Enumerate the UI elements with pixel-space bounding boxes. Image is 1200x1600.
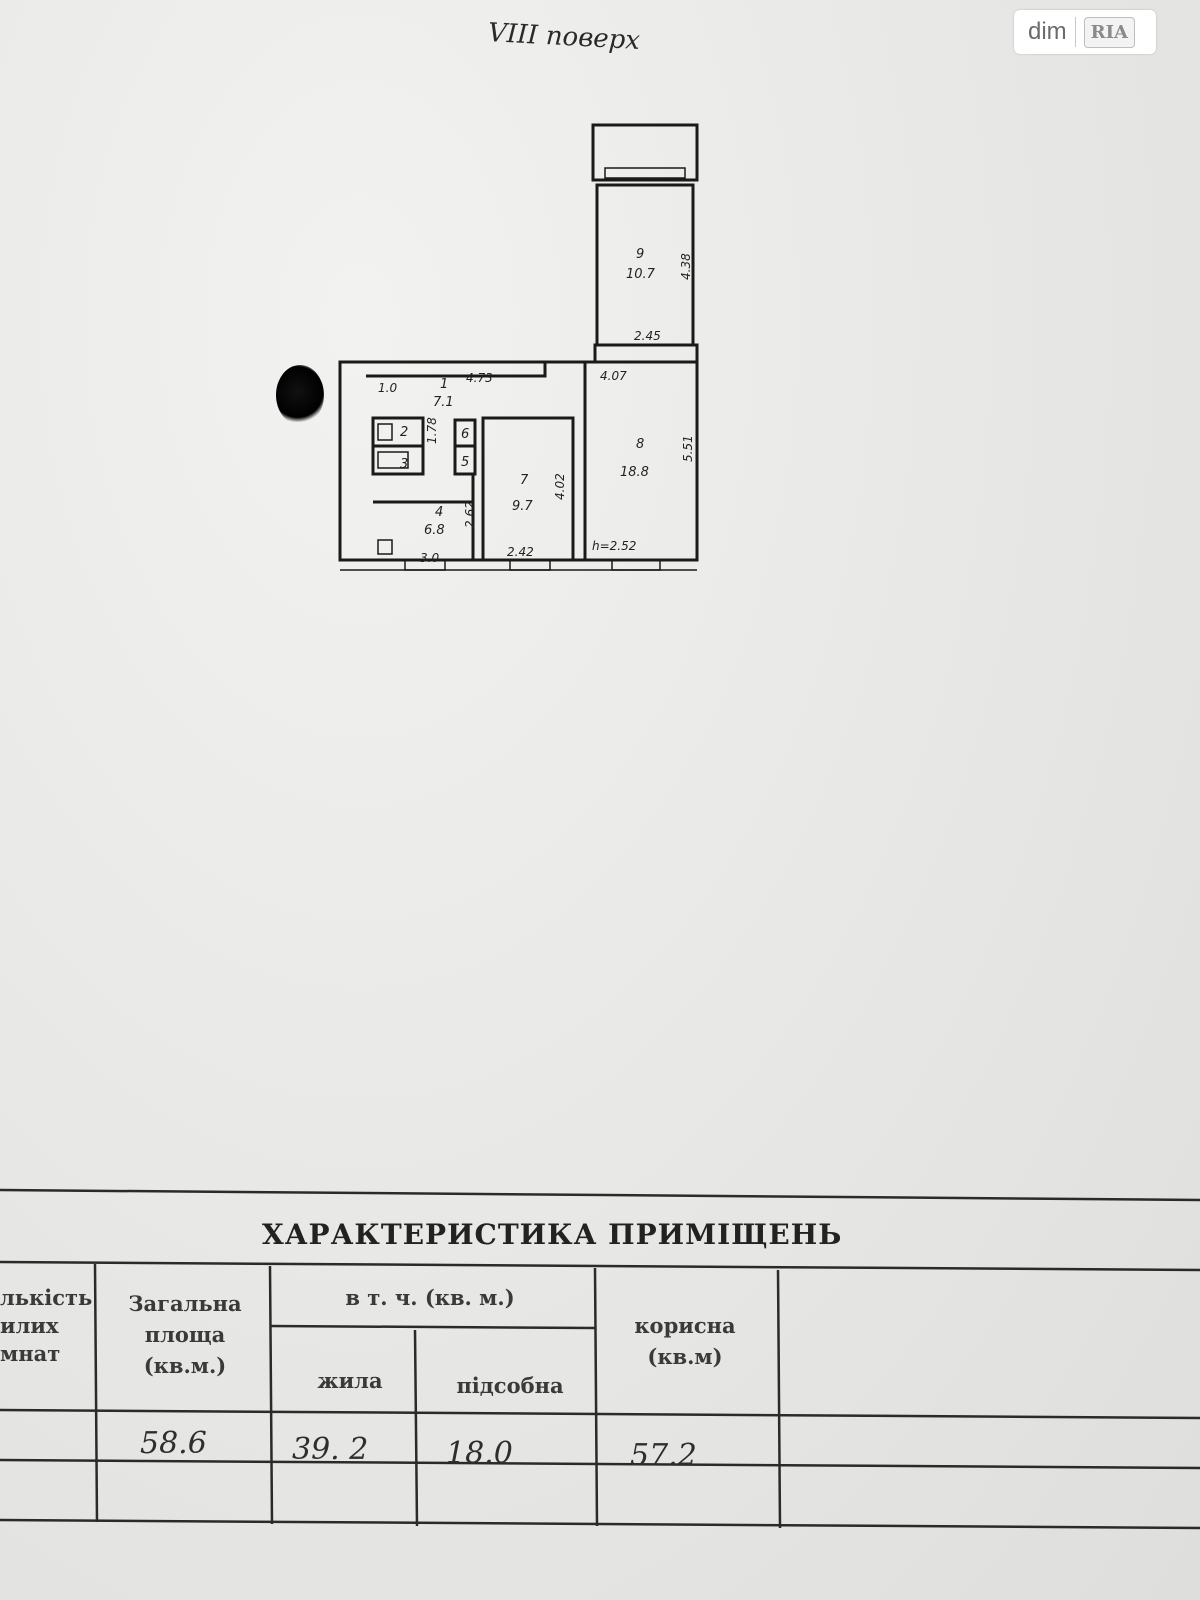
value-total-area: 58.6 [140, 1426, 207, 1461]
dim-1-78: 1.78 [425, 417, 439, 444]
room-area-4: 6.8 [424, 523, 445, 538]
bathtub-icon [377, 451, 409, 469]
characteristics-table-grid [0, 1188, 1200, 1530]
dim-2-45: 2.45 [634, 329, 661, 343]
dim-4-02: 4.02 [553, 473, 567, 500]
room-area-9: 10.7 [626, 267, 656, 282]
header-living: жила [317, 1368, 383, 1393]
value-auxiliary: 18.0 [446, 1436, 513, 1471]
room-area-8: 18.8 [620, 465, 649, 480]
dim-4-73: 4.73 [466, 371, 493, 385]
header-including: в т. ч. (кв. м.) [345, 1285, 515, 1310]
outer-wall [338, 343, 699, 562]
value-living: 39. 2 [292, 1432, 369, 1467]
dim-5-51: 5.51 [681, 435, 695, 462]
watermark-ria: RIA [1083, 16, 1136, 48]
dim-2-62: 2.62 [463, 501, 477, 528]
value-useful: 57.2 [630, 1438, 697, 1473]
header-rooms-count: лькість илих мнат [0, 1285, 93, 1366]
corridor-wall [366, 362, 547, 378]
closet-5 [453, 444, 477, 476]
dim-4-38: 4.38 [679, 253, 693, 280]
room-label-3: 3 [400, 457, 408, 472]
room-label-4: 4 [435, 505, 443, 520]
room-area-7: 9.7 [512, 499, 533, 514]
room-label-2: 2 [400, 425, 408, 440]
window-kitchen [404, 559, 446, 571]
room-label-1: 1 [440, 377, 448, 392]
window-room-9 [604, 167, 686, 179]
window-room-8 [611, 559, 661, 571]
room-area-1: 7.1 [433, 395, 454, 410]
window-room-7 [509, 559, 551, 571]
ink-blot [276, 365, 324, 425]
dim-4-07: 4.07 [600, 369, 627, 383]
room-label-9: 9 [636, 247, 644, 262]
dimria-watermark: dim RIA [1014, 10, 1156, 54]
toilet-icon [377, 423, 393, 441]
room-label-5: 5 [461, 455, 469, 470]
room-label-7: 7 [520, 473, 529, 488]
dim-2-42: 2.42 [507, 545, 534, 559]
watermark-separator [1074, 17, 1076, 47]
dim-3-0: 3.0 [420, 551, 439, 565]
room-label-8: 8 [636, 437, 644, 452]
watermark-dim: dim [1028, 18, 1067, 45]
header-auxiliary: підсобна [456, 1373, 564, 1398]
header-useful: корисна (кв.м) [634, 1313, 736, 1369]
table-title: ХАРАКТЕРИСТИКА ПРИМІЩЕНЬ [262, 1218, 843, 1251]
balcony [591, 123, 699, 182]
header-total-area: Загальна площа (кв.м.) [128, 1291, 242, 1378]
dim-height: h=2.52 [592, 539, 636, 553]
stove-icon [377, 539, 393, 555]
room-label-6: 6 [461, 427, 469, 442]
dim-1-0: 1.0 [378, 381, 397, 395]
